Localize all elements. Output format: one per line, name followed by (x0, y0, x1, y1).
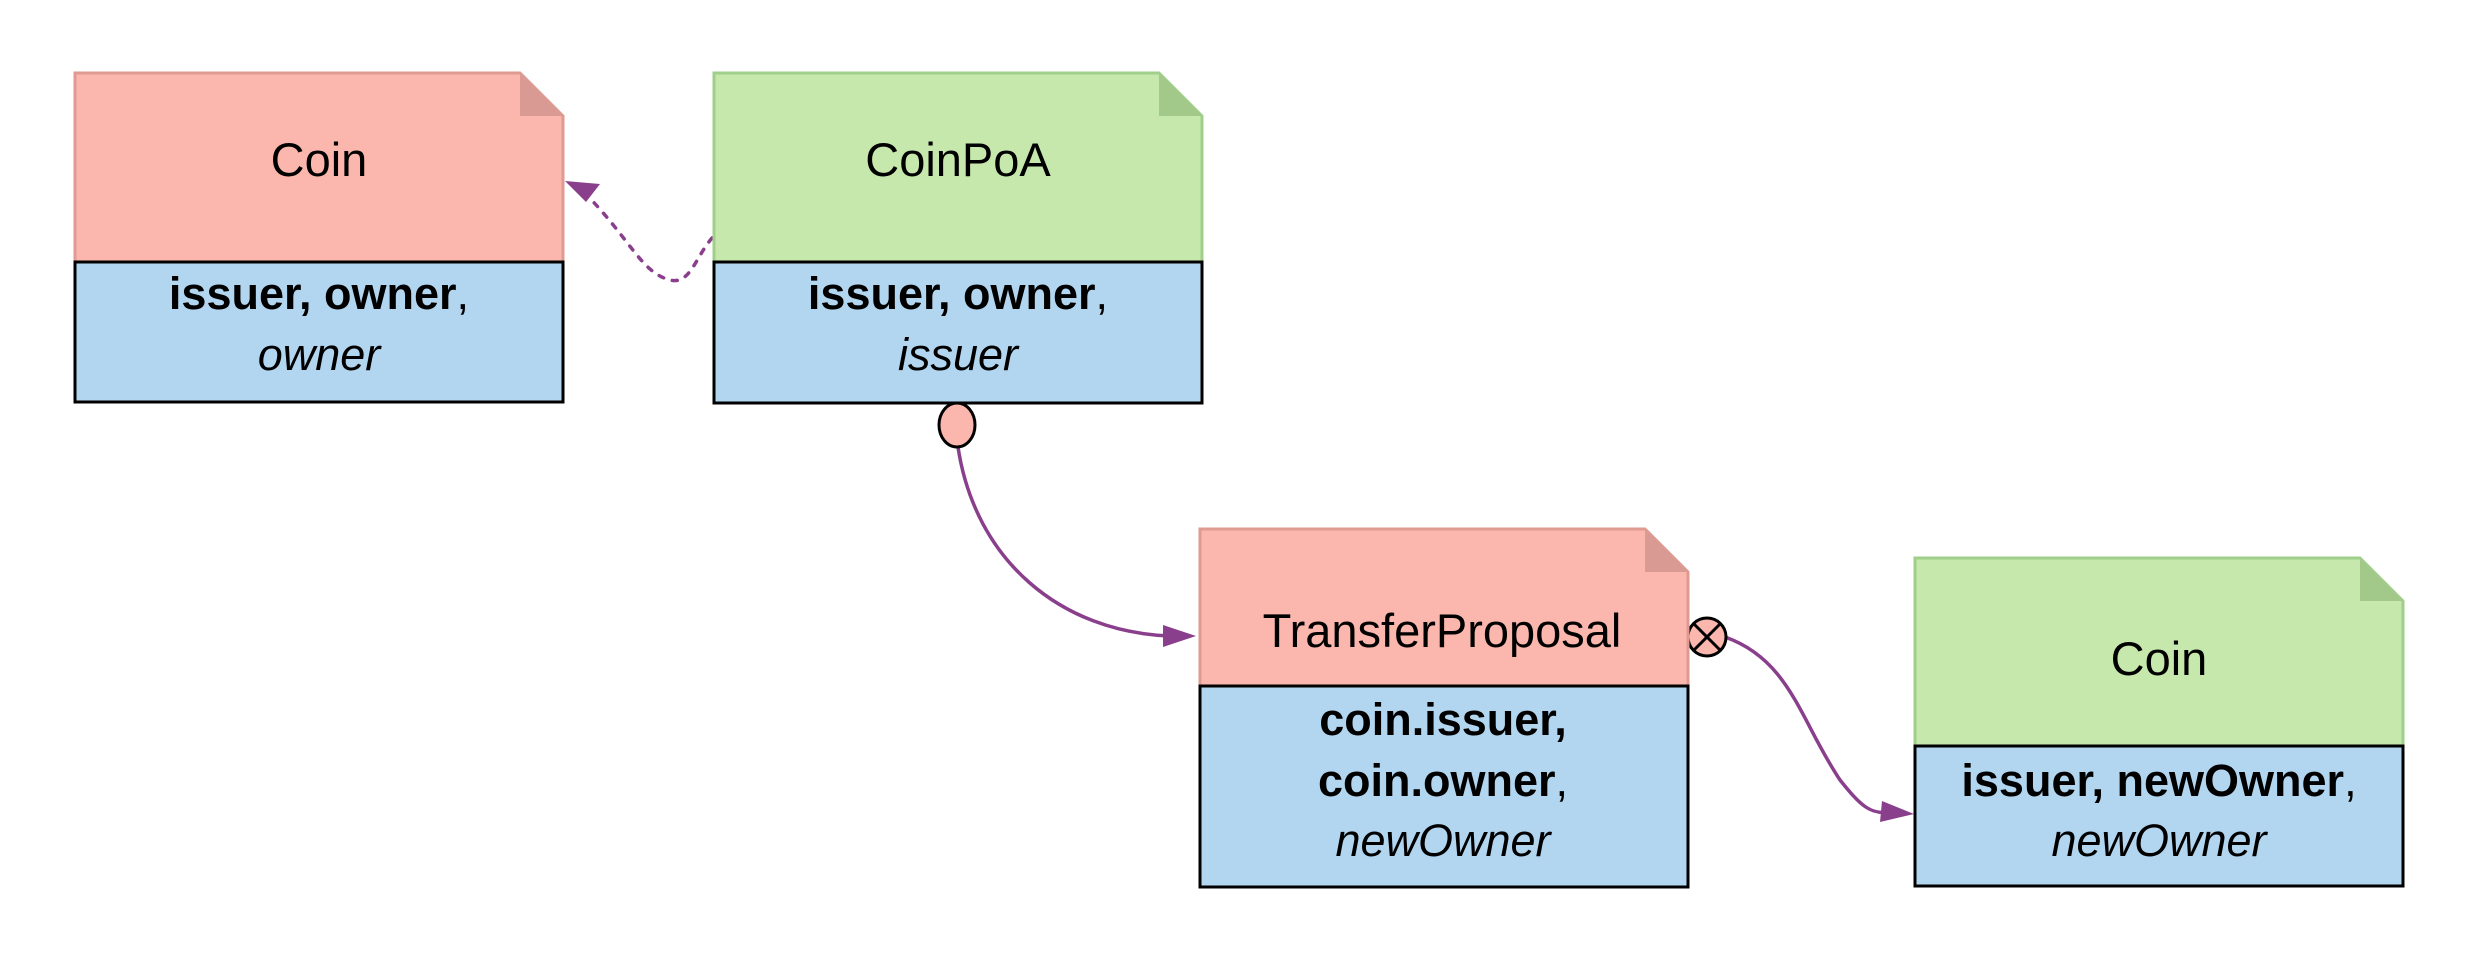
edge-exercise-start-circle-x (1686, 616, 1728, 658)
node-header (1913, 556, 2405, 748)
node-signatory-2: coin.owner (1318, 755, 1556, 806)
edge-coinpoa-to-transferproposal (956, 446, 1171, 638)
node-body (712, 260, 1204, 405)
contract-node-coin-archived[interactable]: Coin issuer, owner, owner (73, 71, 565, 404)
node-title: TransferProposal (1263, 604, 1622, 657)
contract-node-transferproposal[interactable]: TransferProposal coin.issuer, coin.owner… (1198, 527, 1690, 889)
node-header (1198, 527, 1690, 688)
node-observer: issuer (898, 329, 1020, 380)
node-observer: newOwner (1335, 815, 1552, 866)
contract-node-coin-new[interactable]: Coin issuer, newOwner, newOwner (1913, 556, 2405, 888)
edge-transferproposal-to-coin-arrowhead (1880, 801, 1914, 822)
edge-coinpoa-to-transferproposal-arrowhead (1163, 625, 1196, 647)
node-body (73, 260, 565, 404)
folded-corner-icon (1159, 73, 1202, 116)
edge-transferproposal-to-coin (1724, 635, 1891, 815)
node-title: Coin (2111, 632, 2208, 685)
node-separator: , (1556, 755, 1569, 806)
edge-coinpoa-to-coin (578, 186, 714, 283)
node-title: CoinPoA (865, 133, 1051, 186)
node-body (1913, 744, 2405, 888)
folded-corner-icon (2360, 558, 2403, 601)
node-separator: , (457, 268, 470, 319)
edge-coinpoa-to-coin-arrowhead (565, 181, 600, 202)
node-header (73, 71, 565, 264)
node-observer: newOwner (2051, 815, 2268, 866)
node-signatories-line: issuer, owner, (808, 268, 1108, 319)
node-signatories: issuer, owner (169, 268, 457, 319)
node-title: Coin (271, 133, 368, 186)
folded-corner-icon (520, 73, 563, 116)
node-signatory-1: coin.issuer, (1319, 694, 1567, 745)
node-body (1198, 684, 1690, 889)
node-observer: owner (258, 329, 383, 380)
node-signatories: issuer, newOwner (1961, 755, 2344, 806)
node-signatories-line: issuer, owner, (169, 268, 469, 319)
edge-create-start-circle (937, 401, 977, 449)
contract-node-coinpoa[interactable]: CoinPoA issuer, owner, issuer (712, 71, 1204, 405)
node-separator: , (1096, 268, 1109, 319)
node-signatories: issuer, owner (808, 268, 1096, 319)
node-header (712, 71, 1204, 264)
folded-corner-icon (1645, 529, 1688, 572)
node-signatory-2-line: coin.owner, (1318, 755, 1568, 806)
node-separator: , (2344, 755, 2357, 806)
node-signatories-line: issuer, newOwner, (1961, 755, 2356, 806)
